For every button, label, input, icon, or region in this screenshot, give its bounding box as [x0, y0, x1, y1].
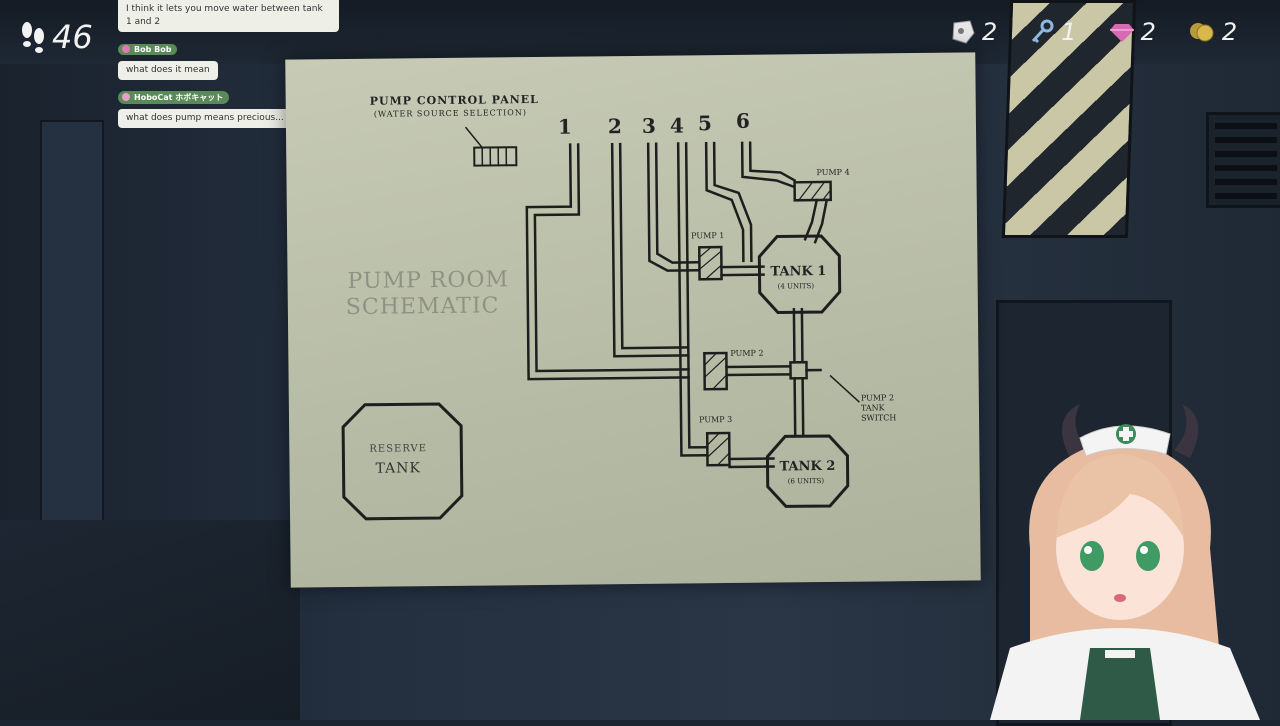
schematic-title-line2: SCHEMATIC [346, 293, 500, 320]
chat-text: what does pump means precious... [118, 109, 292, 128]
wall-vent [1206, 112, 1280, 208]
pipe-number-2: 2 [608, 114, 622, 138]
coin-icon [1188, 19, 1216, 45]
pump-room-schematic-poster[interactable]: PUMP CONTROL PANEL (WATER SOURCE SELECTI… [285, 52, 980, 587]
gem-icon [1109, 19, 1135, 45]
steps-counter: 46 [18, 18, 93, 56]
reserve-tank-label-2: TANK [375, 460, 421, 476]
tank2-units: (6 UNITS) [788, 477, 824, 485]
stat-gems: 2 [1109, 18, 1156, 46]
pump1-label: PUMP 1 [691, 231, 724, 240]
pump3-label: PUMP 3 [699, 415, 732, 424]
chat-username: Bob Bob [118, 44, 177, 55]
pipe-number-6: 6 [736, 109, 750, 133]
chat-message: I think it lets you move water between t… [118, 0, 350, 32]
stat-coins: 2 [1188, 18, 1237, 46]
reserve-tank-label-1: RESERVE [369, 443, 427, 455]
inventory-stats: 2 1 2 2 [950, 18, 1237, 46]
pipe-number-1: 1 [558, 115, 572, 139]
switch-label-1: PUMP 2 [861, 393, 894, 402]
floor [0, 520, 300, 720]
schematic-drawing [285, 52, 980, 587]
control-panel-title: PUMP CONTROL PANEL [370, 93, 539, 108]
chat-text: I think it lets you move water between t… [118, 0, 339, 32]
user-badge-icon [122, 45, 130, 53]
streamer-avatar [970, 398, 1270, 720]
nurse-avatar-illustration [970, 398, 1270, 720]
switch-label-2: TANK [861, 403, 885, 412]
tank2-label: TANK 2 [779, 459, 835, 475]
control-panel-subtitle: (WATER SOURCE SELECTION) [374, 108, 527, 119]
chat-username: HoboCat ホボキャット [118, 91, 229, 104]
tank1-units: (4 UNITS) [778, 282, 814, 290]
chat-text: what does it mean [118, 61, 218, 80]
left-wall-panel [40, 120, 104, 524]
pipe-number-5: 5 [698, 111, 712, 135]
stat-keys: 1 [1029, 18, 1076, 46]
tank1-label: TANK 1 [770, 264, 826, 280]
pump4-label: PUMP 4 [816, 168, 849, 177]
map-fragment-icon [950, 19, 976, 45]
footprints-icon [18, 20, 48, 54]
steps-value: 46 [52, 18, 93, 56]
stat-map-fragments: 2 [950, 18, 997, 46]
switch-label-3: SWITCH [861, 413, 896, 422]
user-badge-icon [122, 93, 130, 101]
schematic-title-line1: PUMP ROOM [347, 267, 509, 294]
pipe-number-4: 4 [670, 113, 684, 137]
pump2-label: PUMP 2 [730, 349, 763, 358]
pipe-number-3: 3 [642, 114, 656, 138]
key-icon [1029, 19, 1055, 45]
